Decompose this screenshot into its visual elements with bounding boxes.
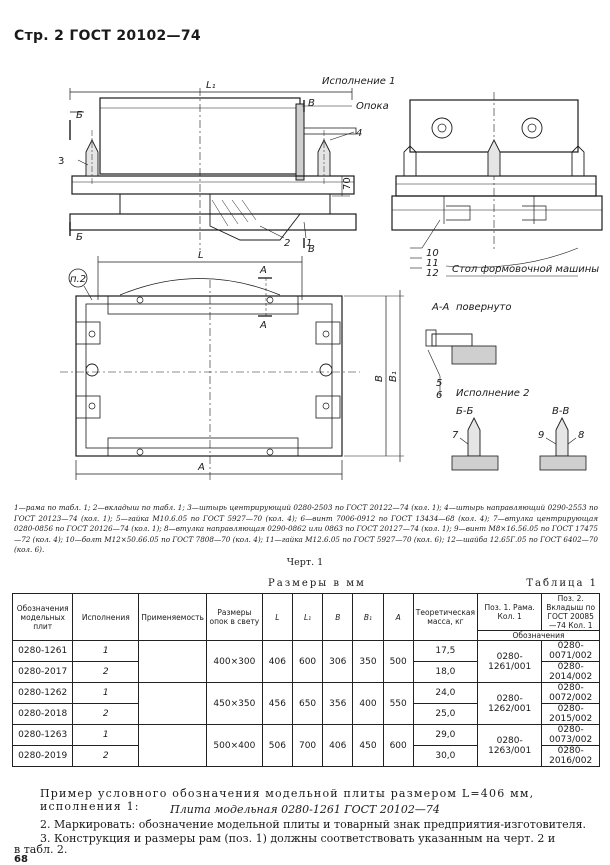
callout-12: 12: [426, 268, 439, 279]
callout-4: 4: [356, 128, 362, 139]
technical-drawing: Исполнение 1 L₁ Опока Б Б В В 3 4 2 1 70…: [58, 76, 603, 480]
sizes-label: Размеры в мм: [268, 578, 366, 589]
th-A: A: [382, 593, 414, 641]
th-oboznacheniya: Обозначения: [477, 630, 600, 641]
table-caption-row: Размеры в мм Таблица 1: [12, 578, 600, 592]
callout-8: 8: [578, 430, 584, 441]
note-3-continued: в табл. 2. 68: [14, 844, 67, 865]
th-mass: Теоретическая масса, кг: [412, 593, 479, 641]
section-mark-b-bottom: Б: [76, 232, 83, 243]
note-2: 2. Маркировать: обозначение модельной пл…: [40, 818, 587, 831]
callout-1: 1: [306, 238, 312, 249]
label-execution-1: Исполнение 1: [322, 76, 395, 87]
dim-L1: L₁: [206, 80, 216, 91]
th-B1: B₁: [352, 593, 384, 641]
dimensions-table: Обозначения модельных плит Исполнения Пр…: [11, 593, 600, 767]
callout-9: 9: [538, 430, 544, 441]
designation-example: Пример условного обозначения модельной п…: [40, 787, 535, 813]
figure-caption: Черт. 1: [286, 557, 324, 568]
th-L: L: [261, 593, 293, 641]
th-applicability: Применяемость: [138, 593, 207, 641]
callout-5: 5: [436, 378, 442, 389]
note-3: 3. Конструкция и размеры рам (поз. 1) до…: [40, 832, 556, 845]
th-pos1: Поз. 1. Рама. Кол. 1: [476, 593, 543, 631]
th-designation: Обозначения модельных плит: [11, 593, 74, 641]
callout-3: 3: [58, 156, 64, 167]
note-3-tail: в табл. 2.: [14, 843, 68, 856]
th-flask: Размеры опок в свету: [205, 593, 263, 641]
section-mark-a-bottom: А: [259, 320, 267, 331]
callout-p2: п.2: [70, 274, 86, 285]
section-mark-a-top: А: [259, 265, 267, 276]
designation-formula: Плита модельная 0280-1261 ГОСТ 20102—74: [170, 803, 440, 816]
section-bb-title: Б-Б: [456, 406, 473, 417]
section-mark-v-top: В: [308, 98, 315, 109]
dim-L: L: [198, 250, 204, 261]
section-aa-title: А-А: [431, 302, 449, 313]
label-execution-2: Исполнение 2: [456, 388, 529, 399]
table-number: Таблица 1: [526, 578, 598, 589]
th-execution: Исполнения: [72, 593, 140, 641]
callout-6: 6: [436, 390, 442, 401]
callout-10: 10: [426, 248, 439, 259]
section-mark-b-top: Б: [76, 110, 83, 121]
section-vv-title: В-В: [552, 406, 569, 417]
callout-2: 2: [284, 238, 290, 249]
dim-A: A: [197, 462, 205, 473]
th-pos2: Поз. 2. Вкладыш по ГОСТ 20085—74 Кол. 1: [541, 593, 600, 631]
label-machine-table: Стол формовочной машины: [452, 264, 599, 275]
dim-B1: B₁: [388, 371, 399, 382]
section-aa-note: повернуто: [456, 302, 511, 313]
label-opoka: Опока: [356, 101, 389, 112]
dim-B: B: [374, 375, 385, 382]
callout-11: 11: [426, 258, 439, 269]
drawing-legend: 1—рама по табл. 1; 2—вкладыш по табл. 1;…: [14, 503, 598, 554]
dim-70: 70: [342, 177, 353, 190]
th-L1: L₁: [291, 593, 324, 641]
page-header: Стр. 2 ГОСТ 20102—74: [14, 28, 201, 44]
th-B: B: [322, 593, 354, 641]
callout-7: 7: [452, 430, 459, 441]
section-mark-v-bottom: В: [308, 244, 315, 255]
